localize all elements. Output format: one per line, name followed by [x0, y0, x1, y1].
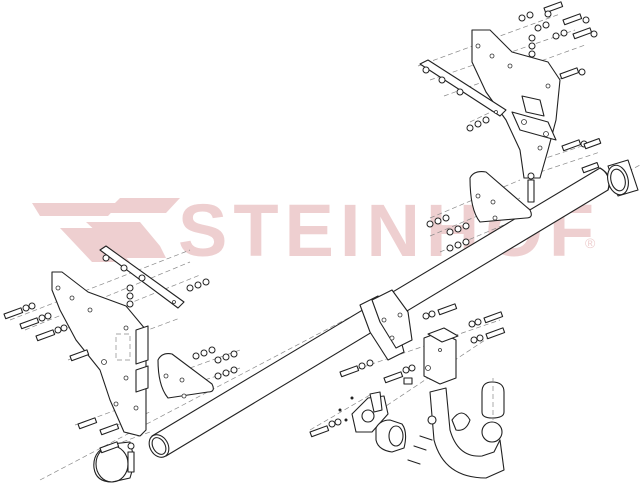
right-end-cap — [607, 159, 639, 197]
right-mounting-plate — [471, 29, 561, 179]
nuts-center-left — [192, 346, 238, 380]
bolt-icon — [3, 302, 36, 320]
bolt-icon — [339, 359, 374, 378]
bolts-right-top — [466, 1, 602, 203]
bolt-icon — [69, 349, 90, 362]
bolt-icon — [581, 161, 600, 174]
bolt-icon — [470, 327, 506, 344]
nuts-center-right — [426, 214, 470, 252]
bolt-icon — [383, 364, 416, 384]
bolt-icon — [559, 67, 586, 80]
bolt-icon — [77, 417, 98, 430]
bolts-center — [309, 303, 506, 438]
bolt-icon — [468, 311, 504, 328]
bolt-icon — [99, 441, 120, 454]
electrical-socket — [375, 419, 433, 465]
left-reinforcement-strip — [99, 245, 185, 309]
center-bracket — [423, 327, 459, 385]
left-inner-plate — [157, 353, 214, 399]
detachable-ball-neck — [427, 387, 505, 479]
bolt-icon — [543, 1, 564, 18]
logo-swoosh-icon — [32, 198, 180, 262]
bolt-icon — [309, 418, 342, 438]
socket-plate — [338, 391, 389, 433]
right-reinforcement-strip — [419, 59, 507, 117]
registered-mark: ® — [585, 235, 596, 251]
bolt-icon — [35, 324, 68, 342]
bolt-icon — [562, 13, 590, 26]
bolt-icon — [99, 423, 120, 436]
bolt-icon — [422, 303, 458, 320]
bolt-icon — [583, 137, 602, 150]
bolt-icon — [561, 139, 588, 152]
bolts-left — [3, 278, 210, 473]
bolt-icon — [572, 27, 598, 40]
right-inner-plate — [469, 171, 532, 223]
ball-cover — [481, 378, 505, 420]
bolt-icon — [19, 312, 52, 330]
left-mounting-plate — [51, 271, 149, 437]
